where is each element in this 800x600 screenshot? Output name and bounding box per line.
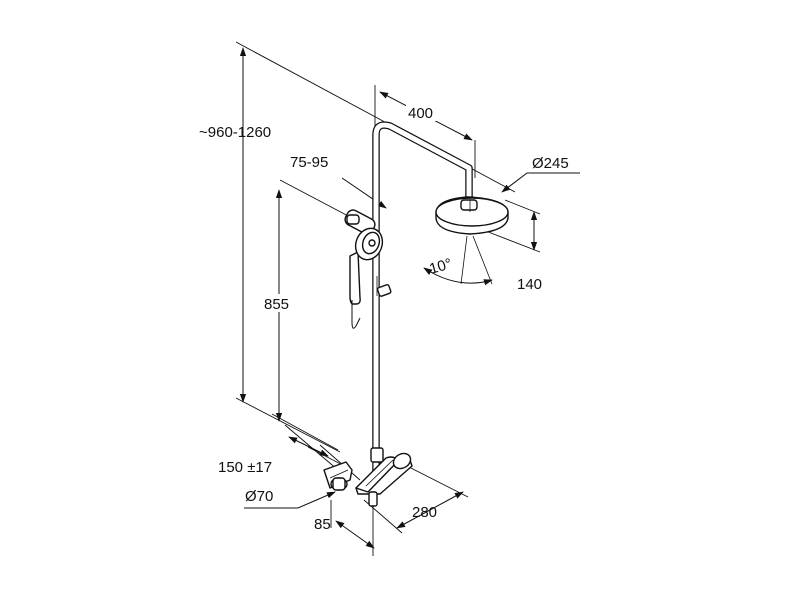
head-diameter-leader xyxy=(501,172,580,193)
connection-spacing-ext-1 xyxy=(284,424,339,471)
escutcheon-diameter-label: Ø70 xyxy=(245,488,273,505)
wall-offset-label: 85 xyxy=(314,516,331,533)
connection-spacing-label: 150 ±17 xyxy=(218,459,272,476)
hand-shower-holder xyxy=(376,276,392,297)
slider-height-label: 855 xyxy=(264,296,289,313)
head-diameter-label: Ø245 xyxy=(532,155,569,172)
spray-angle-label: 10° xyxy=(427,255,453,278)
wall-connection xyxy=(330,477,348,491)
total-height-label: ~960-1260 xyxy=(199,124,271,141)
wall-offset-dim-line xyxy=(335,520,375,549)
hand-shower xyxy=(349,227,384,305)
head-height-ext-top xyxy=(504,199,541,215)
overhead-shower-head xyxy=(435,196,509,235)
mixer-depth-dim-line xyxy=(396,491,464,529)
dimension-lines xyxy=(235,41,580,556)
mixer-depth-label: 280 xyxy=(412,504,437,521)
escutcheon-diameter-leader xyxy=(244,491,336,509)
riser-pipe xyxy=(372,121,473,476)
total-height-ext-bottom xyxy=(235,397,341,453)
lower-wall-bracket xyxy=(370,447,384,463)
dimension-labels: ~960-1260 400 75-95 Ø245 10° 140 855 150… xyxy=(199,103,569,533)
head-height-label: 140 xyxy=(517,276,542,293)
mixer-outlet xyxy=(368,491,378,507)
spray-axis-right xyxy=(472,235,493,285)
slider-range-ext xyxy=(279,179,353,219)
connection-spacing-ext-2 xyxy=(319,444,361,481)
arm-length-label: 400 xyxy=(408,105,433,122)
thermostatic-mixer xyxy=(355,452,413,495)
spray-angle-arc xyxy=(423,267,493,286)
slider-range-label: 75-95 xyxy=(290,154,328,171)
spray-axis-left xyxy=(460,235,468,285)
connection-spacing-dim-line xyxy=(288,436,329,457)
mixer-depth-ext-2 xyxy=(404,464,469,498)
shower-hose xyxy=(351,300,361,329)
shower-system xyxy=(323,121,509,507)
